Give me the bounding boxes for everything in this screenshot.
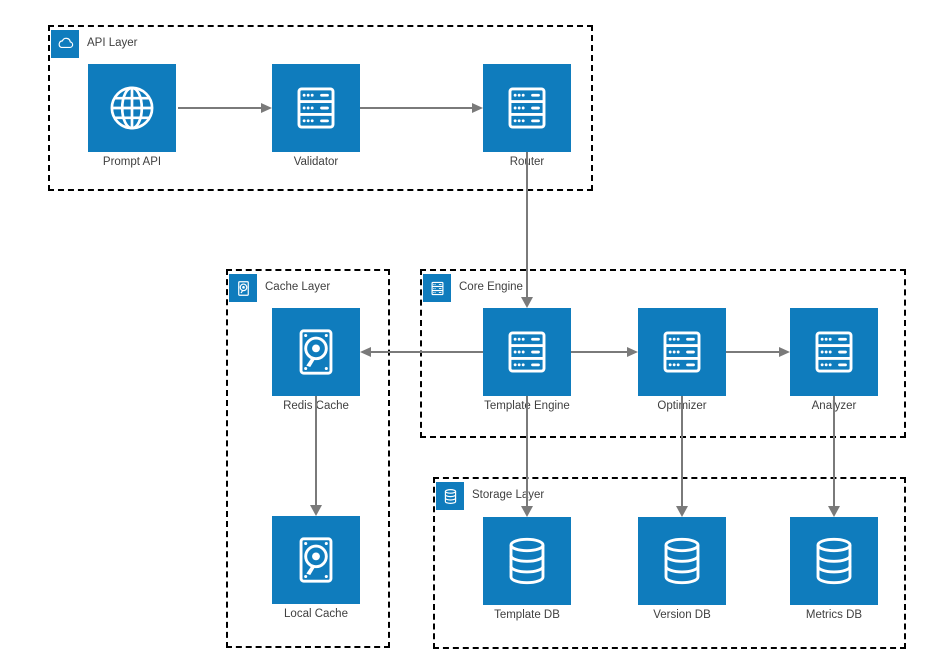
version-db-box <box>638 517 726 605</box>
group-label-cache-layer: Cache Layer <box>265 281 331 293</box>
cache-layer-badge <box>229 274 257 302</box>
arrowhead <box>310 505 322 516</box>
group-api-layer: API Layer <box>48 25 593 191</box>
group-cache-layer: Cache Layer <box>226 269 390 648</box>
server-icon <box>508 331 546 373</box>
node-label-local-cache: Local Cache <box>284 608 348 620</box>
server-icon <box>297 87 335 129</box>
arrowhead <box>521 297 533 308</box>
database-icon <box>816 537 852 585</box>
edge-prompt-api-to-validator <box>178 107 262 109</box>
node-label-validator: Validator <box>293 156 339 168</box>
storage-layer-badge <box>436 482 464 510</box>
router-box <box>483 64 571 152</box>
prompt-api-box <box>88 64 176 152</box>
redis-cache-box <box>272 308 360 396</box>
arrowhead <box>360 347 371 357</box>
node-version-db: Version DB <box>638 517 726 621</box>
edge-router-to-template-engine <box>526 152 528 297</box>
edge-validator-to-router <box>360 107 472 109</box>
cloud-icon <box>58 37 73 48</box>
group-label-storage-layer: Storage Layer <box>472 489 545 501</box>
node-metrics-db: Metrics DB <box>790 517 878 621</box>
edge-optimizer-to-analyzer <box>726 351 779 353</box>
template-engine-box <box>483 308 571 396</box>
hard-drive-icon <box>237 280 249 296</box>
optimizer-box <box>638 308 726 396</box>
validator-box <box>272 64 360 152</box>
api-layer-badge <box>51 30 79 58</box>
node-optimizer: Optimizer <box>638 308 726 412</box>
edge-analyzer-to-metrics-db <box>833 396 835 506</box>
arrowhead <box>472 103 483 113</box>
group-core-engine: Core Engine <box>420 269 906 438</box>
edge-optimizer-to-version-db <box>681 396 683 506</box>
database-icon <box>664 537 700 585</box>
edge-template-engine-to-template-db <box>526 396 528 506</box>
edge-template-engine-to-redis-cache <box>371 351 483 353</box>
node-prompt-api: Prompt API <box>88 64 176 168</box>
arrowhead <box>521 506 533 517</box>
arrowhead <box>676 506 688 517</box>
template-db-box <box>483 517 571 605</box>
database-icon <box>509 537 545 585</box>
local-cache-box <box>272 516 360 604</box>
metrics-db-box <box>790 517 878 605</box>
node-analyzer: Analyzer <box>790 308 878 412</box>
group-label-core-engine: Core Engine <box>459 281 523 293</box>
server-icon <box>508 87 546 129</box>
arrowhead <box>828 506 840 517</box>
node-label-metrics-db: Metrics DB <box>805 609 863 621</box>
edge-redis-cache-to-local-cache <box>315 396 317 505</box>
group-label-api-layer: API Layer <box>87 37 138 49</box>
hard-drive-icon <box>299 329 333 375</box>
node-validator: Validator <box>272 64 360 168</box>
node-label-template-db: Template DB <box>494 609 560 621</box>
database-icon <box>444 488 456 504</box>
arrowhead <box>627 347 638 357</box>
arrowhead <box>261 103 272 113</box>
edge-template-engine-to-optimizer <box>571 351 627 353</box>
node-label-version-db: Version DB <box>653 609 711 621</box>
node-router: Router <box>483 64 571 168</box>
node-local-cache: Local Cache <box>272 516 360 620</box>
node-template-engine: Template Engine <box>483 308 571 412</box>
node-label-prompt-api: Prompt API <box>102 156 162 168</box>
analyzer-box <box>790 308 878 396</box>
server-icon <box>815 331 853 373</box>
globe-icon <box>110 86 154 130</box>
server-icon <box>663 331 701 373</box>
node-template-db: Template DB <box>483 517 571 621</box>
server-icon <box>430 281 444 295</box>
core-engine-badge <box>423 274 451 302</box>
hard-drive-icon <box>299 537 333 583</box>
arrowhead <box>779 347 790 357</box>
node-redis-cache: Redis Cache <box>272 308 360 412</box>
